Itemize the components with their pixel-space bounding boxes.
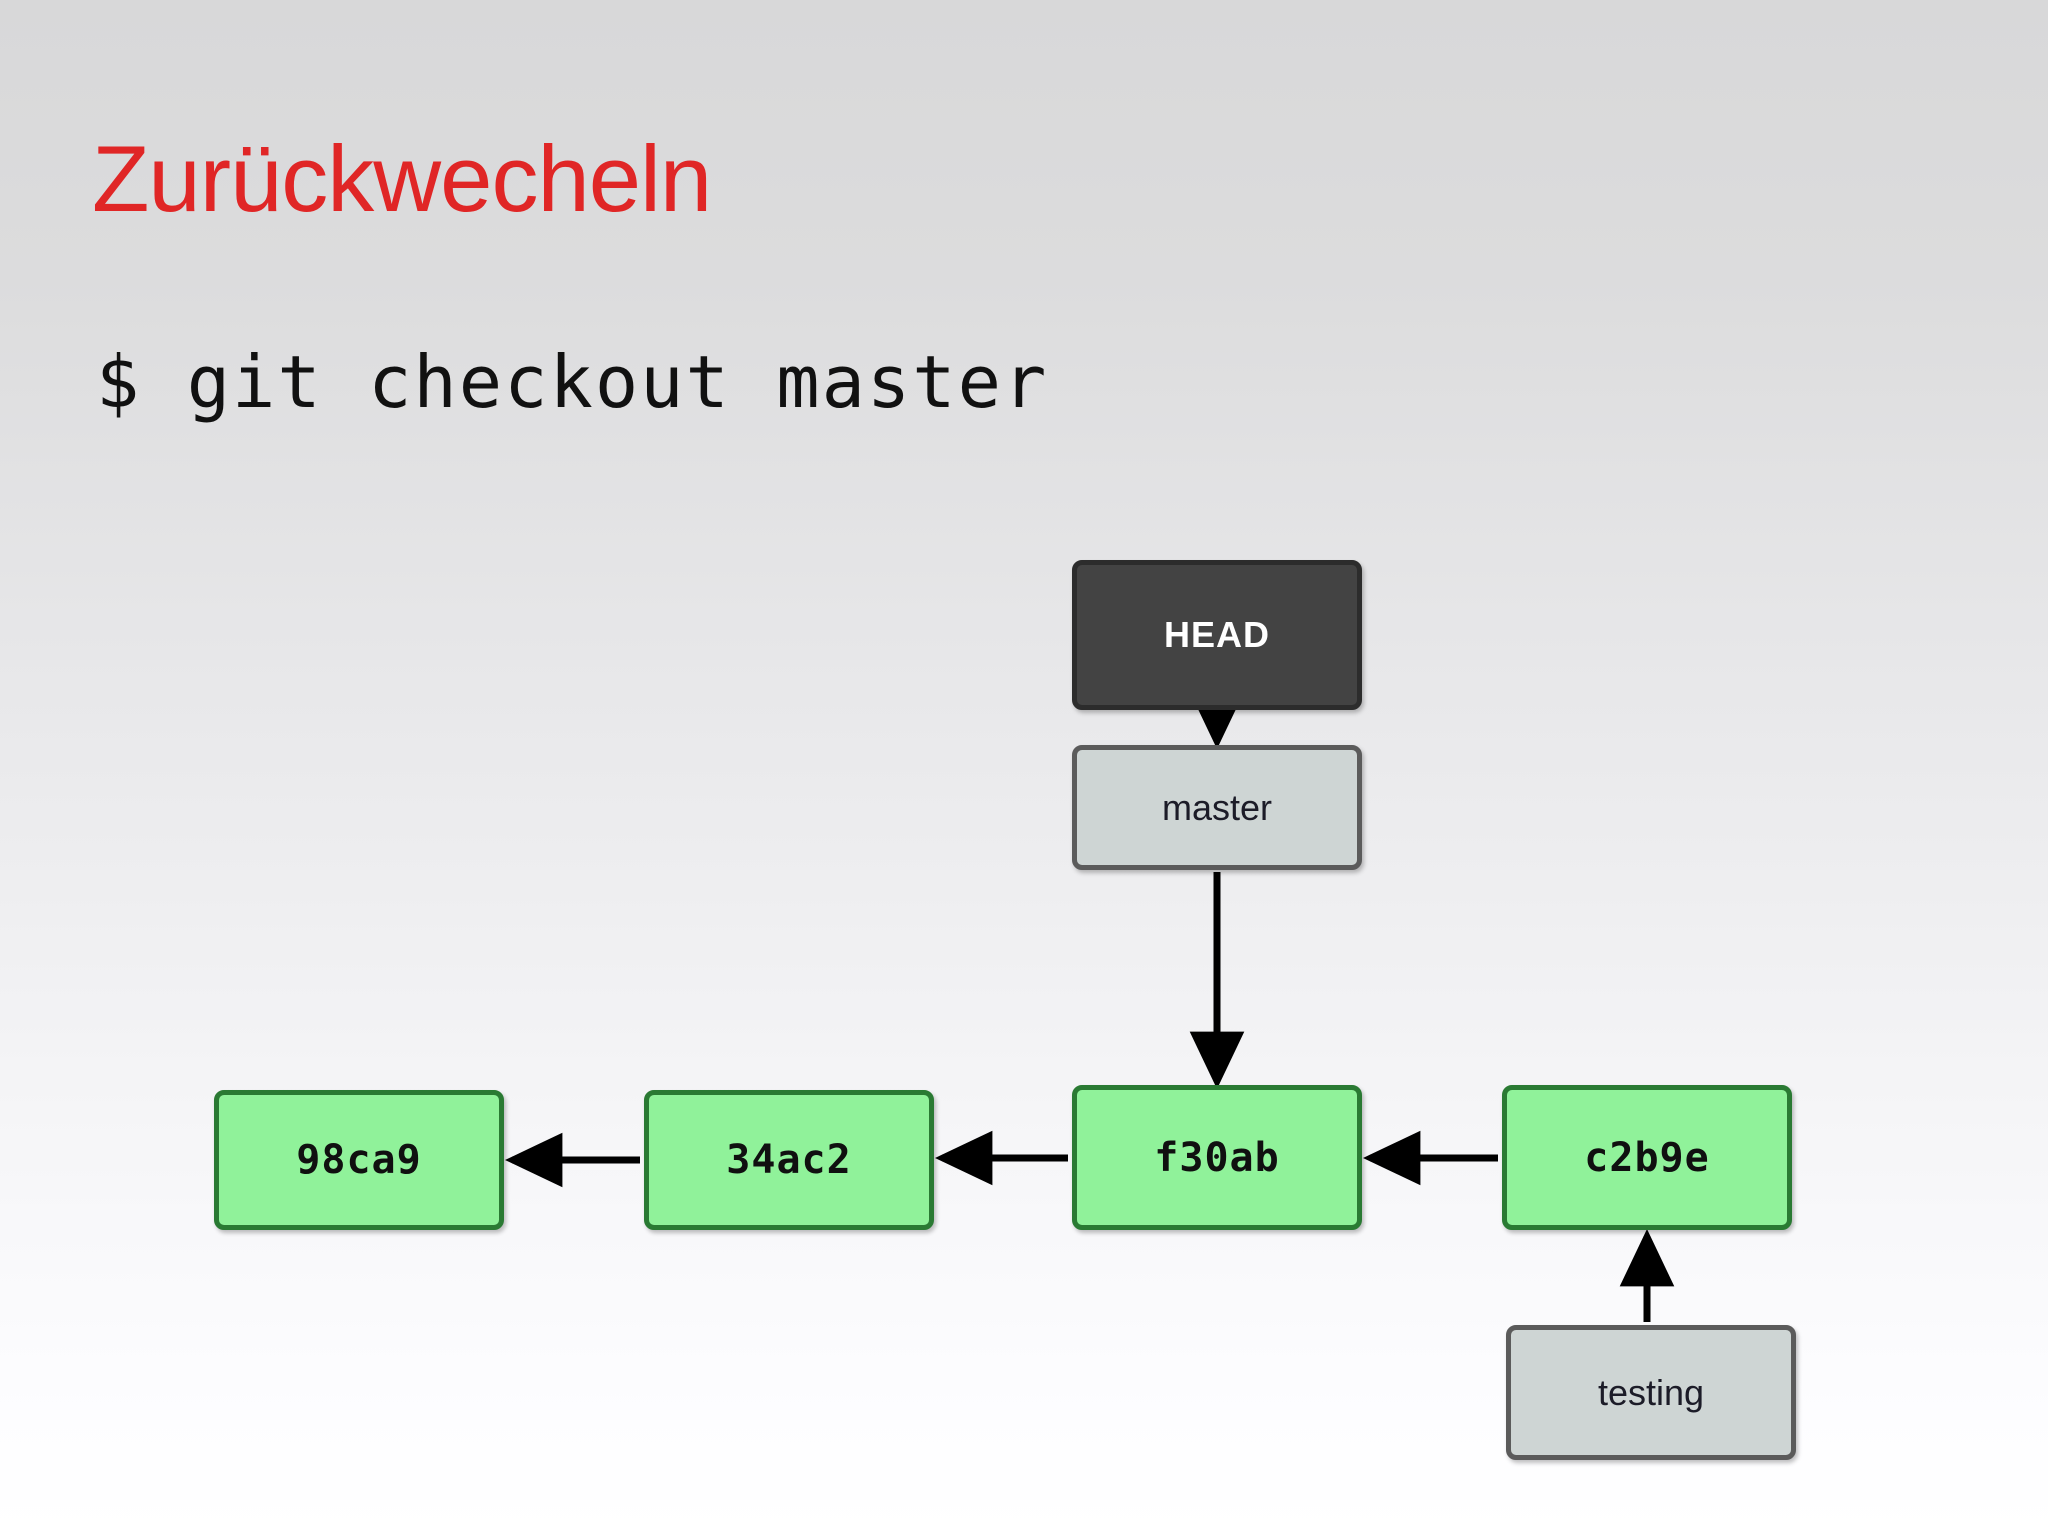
node-testing-branch[interactable]: testing <box>1506 1325 1796 1460</box>
command-line-text: $ git checkout master <box>96 340 1049 424</box>
node-commit-34ac2[interactable]: 34ac2 <box>644 1090 934 1230</box>
page-title: Zurückwecheln <box>92 126 712 231</box>
node-commit-98ca9[interactable]: 98ca9 <box>214 1090 504 1230</box>
node-commit-f30ab[interactable]: f30ab <box>1072 1085 1362 1230</box>
node-head[interactable]: HEAD <box>1072 560 1362 710</box>
node-master-branch[interactable]: master <box>1072 745 1362 870</box>
node-commit-c2b9e[interactable]: c2b9e <box>1502 1085 1792 1230</box>
